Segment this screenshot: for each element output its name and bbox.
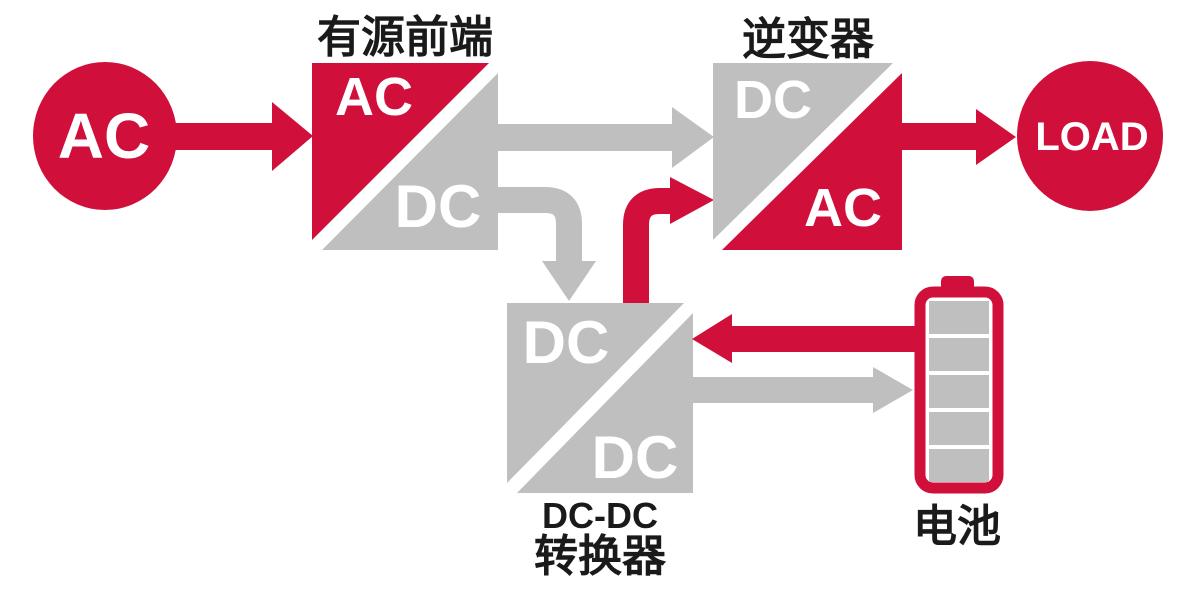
inverter-dc-triangle bbox=[713, 63, 893, 240]
load-label: LOAD bbox=[1035, 115, 1148, 159]
afe-to-dcdc-arrow bbox=[498, 187, 596, 301]
ac-source-label: AC bbox=[58, 100, 150, 172]
active-front-end-ac-triangle bbox=[312, 63, 489, 240]
ac-source-node: AC bbox=[33, 62, 177, 210]
battery-cell bbox=[929, 449, 989, 482]
afe-to-dcdc-arrow-head bbox=[542, 261, 596, 301]
battery-to-dcdc-arrow-shaft bbox=[730, 326, 916, 352]
active-front-end-dc-letter: DC bbox=[395, 173, 482, 240]
inverter-title: 逆变器 bbox=[742, 15, 875, 64]
afe-to-inverter-arrow-shaft bbox=[498, 124, 674, 151]
dcdc-to-inverter-arrow-shaft bbox=[623, 188, 672, 304]
dcdc-title-line1: DC-DC bbox=[542, 495, 658, 536]
dcdc-title-line2: 转换器 bbox=[534, 532, 667, 581]
active-front-end-title: 有源前端 bbox=[317, 13, 493, 62]
inverter-to-load-arrow-head bbox=[976, 109, 1016, 165]
dcdc-top-triangle bbox=[507, 303, 684, 483]
battery-node: 电池 bbox=[913, 276, 1004, 551]
active-front-end-dc-triangle bbox=[322, 73, 498, 250]
afe-to-inverter-arrow bbox=[498, 107, 714, 168]
ac-source-circle bbox=[33, 62, 177, 210]
inverter-ac-letter: AC bbox=[804, 178, 882, 238]
battery-label: 电池 bbox=[913, 502, 1001, 551]
battery-cell bbox=[929, 338, 989, 371]
battery-to-dcdc-arrow-head bbox=[692, 314, 732, 363]
active-front-end-node: 有源前端 AC DC bbox=[312, 13, 498, 250]
inverter-node: 逆变器 DC AC bbox=[713, 15, 902, 250]
ac-to-afe-arrow-head bbox=[272, 102, 313, 171]
ac-to-afe-arrow bbox=[168, 102, 313, 171]
dcdc-bottom-letter: DC bbox=[592, 424, 679, 491]
battery-cell bbox=[929, 301, 989, 334]
dcdc-converter-node: DC DC DC-DC 转换器 bbox=[507, 303, 693, 581]
active-front-end-ac-letter: AC bbox=[335, 67, 413, 127]
battery-cell bbox=[929, 412, 989, 445]
dcdc-top-letter: DC bbox=[523, 309, 610, 376]
ac-to-afe-arrow-shaft bbox=[168, 123, 274, 150]
dcdc-to-battery-arrow-head bbox=[873, 367, 913, 413]
dcdc-to-battery-arrow bbox=[693, 367, 913, 413]
afe-to-dcdc-arrow-shaft bbox=[498, 187, 582, 263]
dcdc-bottom-triangle bbox=[517, 313, 693, 493]
battery-to-dcdc-arrow bbox=[692, 314, 916, 363]
load-node: LOAD bbox=[1017, 61, 1163, 211]
inverter-ac-triangle bbox=[722, 73, 902, 250]
load-circle bbox=[1017, 61, 1163, 211]
dcdc-to-battery-arrow-shaft bbox=[693, 377, 875, 403]
afe-to-inverter-arrow-head bbox=[672, 107, 714, 168]
inverter-to-load-arrow-shaft bbox=[902, 123, 978, 150]
dcdc-to-inverter-arrow-head bbox=[670, 177, 714, 224]
inverter-to-load-arrow bbox=[902, 109, 1016, 165]
inverter-dc-letter: DC bbox=[734, 70, 812, 130]
dcdc-to-inverter-arrow bbox=[623, 177, 714, 304]
battery-cell bbox=[929, 375, 989, 408]
